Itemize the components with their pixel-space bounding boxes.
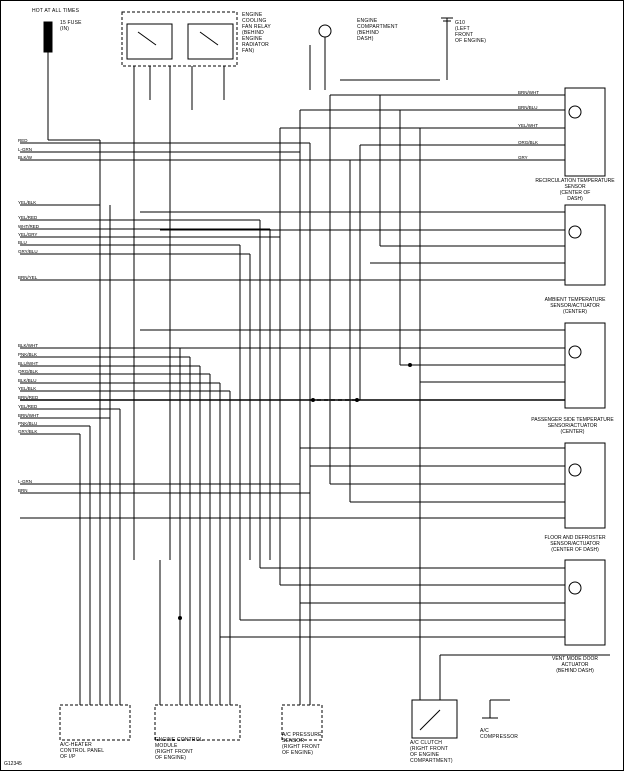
wire-label: YEL/GRY (18, 232, 38, 237)
sensor-label-recirculation: RECIRCULATION TEMPERATURE SENSOR (CENTER… (535, 178, 615, 202)
relay-label: ENGINE COOLING FAN RELAY (BEHIND ENGINE … (242, 12, 271, 54)
wire-label: YEL/RED (18, 404, 38, 409)
sensor-label-ambient: AMBIENT TEMPERATURE SENSOR/ACTUATOR (CEN… (544, 297, 606, 315)
sensor-label-passenger: PASSENGER SIDE TEMPERATURE SENSOR/ACTUAT… (531, 417, 614, 435)
sensor-wire-label: BRN/BLU (518, 105, 538, 110)
wire-label: BRN/YEL (18, 275, 38, 280)
wire-label: BLK/BLU (18, 378, 37, 383)
wire-label: BLK/WHT (18, 343, 39, 348)
wire-label: L-GRN (18, 479, 33, 484)
wire-label: YEL/BLK (18, 200, 37, 205)
wire-label: BRN/RED (18, 395, 39, 400)
sensor-label-floor: FLOOR AND DEFROSTER SENSOR/ACTUATOR (CEN… (544, 535, 606, 553)
wire-label: GRY/BLU (18, 249, 38, 254)
compressor-label: A/C COMPRESSOR (480, 728, 519, 740)
wire-label: YEL/BLK (18, 386, 37, 391)
hot-at-all-times-label: HOT AT ALL TIMES (32, 8, 80, 14)
sensor-label-vent: VENT MODE DOOR ACTUATOR (BEHIND DASH) (551, 656, 599, 674)
wire-label: BRN (18, 488, 28, 493)
ground-label: G10 (LEFT FRONT OF ENGINE) (455, 20, 487, 44)
wire-label: YEL/RED (18, 215, 38, 220)
wire-label: BLU (18, 240, 27, 245)
connector-label: ENGINE COMPARTMENT (BEHIND DASH) (357, 18, 398, 42)
sensor-wire-label: GRY (518, 155, 528, 160)
wire-label: PNK/BLU (18, 421, 38, 426)
sensor-wire-label: ORG/BLK (518, 140, 539, 145)
sensor-wire-label: BRN/WHT (518, 90, 539, 95)
wire-label: BRN/WHT (18, 413, 39, 418)
pressure-sensor-label: A/C PRESSURE SENSOR (RIGHT FRONT OF ENGI… (282, 732, 322, 756)
wire-label: L-GRN (18, 147, 33, 152)
sensor-wire-label: YEL/WHT (518, 123, 539, 128)
clutch-label: A/C CLUTCH (RIGHT FRONT OF ENGINE COMPAR… (410, 740, 453, 764)
figure-number: G12345 (4, 761, 22, 767)
wire-label: BLU/WHT (18, 361, 39, 366)
wire-label: WHT/RED (18, 224, 39, 229)
wire-label: PNK/BLK (18, 352, 38, 357)
wire-label: ORG/BLK (18, 369, 39, 374)
ecm-label: ENGINE CONTROL MODULE (RIGHT FRONT OF EN… (155, 737, 203, 761)
fuse-label: 15 FUSE (IN) (60, 20, 82, 32)
wire-label: RED (18, 138, 28, 143)
ac-heater-label: A/C-HEATER CONTROL PANEL OF I/P (60, 742, 105, 760)
wire-label: GRY/BLK (18, 429, 38, 434)
wire-label: BLK/W (18, 155, 33, 160)
